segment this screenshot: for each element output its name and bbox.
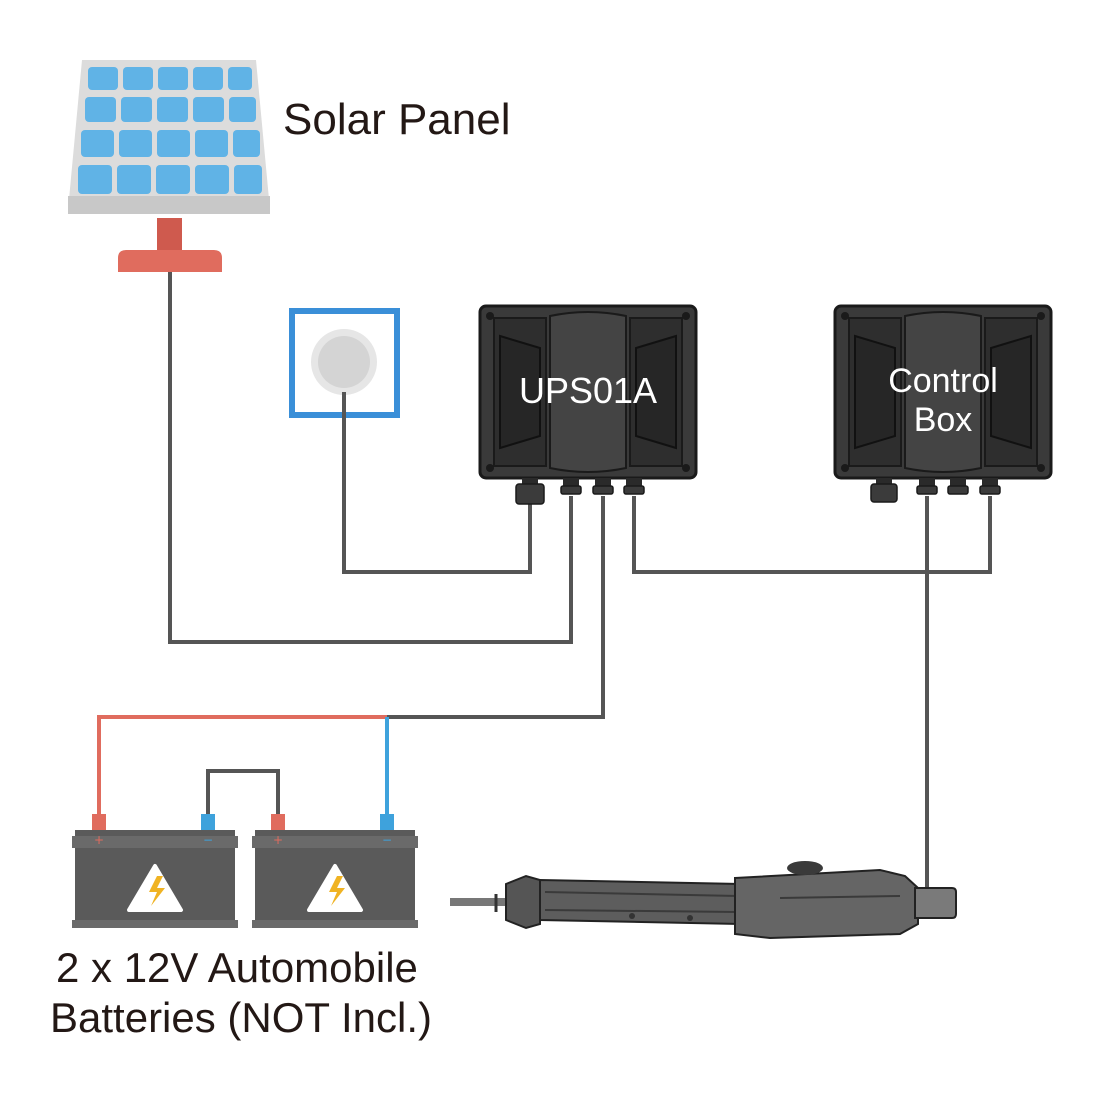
battery-right-negative-mark: − <box>382 833 392 847</box>
battery-left-negative-mark: − <box>203 833 213 847</box>
control-box-label-line2: Box <box>913 401 973 440</box>
batteries-label-line1: 2 x 12V Automobile <box>56 944 418 991</box>
control-box-label: Control Box <box>835 362 1051 440</box>
battery-left-icon: + − <box>70 814 240 930</box>
wires <box>168 272 992 900</box>
solar-panel-icon <box>68 60 270 272</box>
batteries-label-line2: Batteries (NOT Incl.) <box>50 994 432 1041</box>
ups-label: UPS01A <box>518 370 658 411</box>
battery-wire <box>387 496 605 719</box>
mains-wire <box>342 392 532 574</box>
solar-panel-label: Solar Panel <box>283 95 511 144</box>
battery-left-positive-mark: + <box>94 833 104 847</box>
battery-right-icon: + − <box>250 814 420 930</box>
ups-enclosure-icon <box>478 304 698 505</box>
solar-wire <box>168 272 573 644</box>
ups-to-control-wire <box>632 496 992 574</box>
battery-right-positive-mark: + <box>273 833 283 847</box>
control-box-label-line1: Control <box>888 362 998 400</box>
linear-actuator-icon <box>450 861 957 940</box>
control-box-enclosure-icon <box>833 304 1053 503</box>
positive-wire <box>97 715 387 814</box>
battery-bridge-wire <box>206 769 280 814</box>
